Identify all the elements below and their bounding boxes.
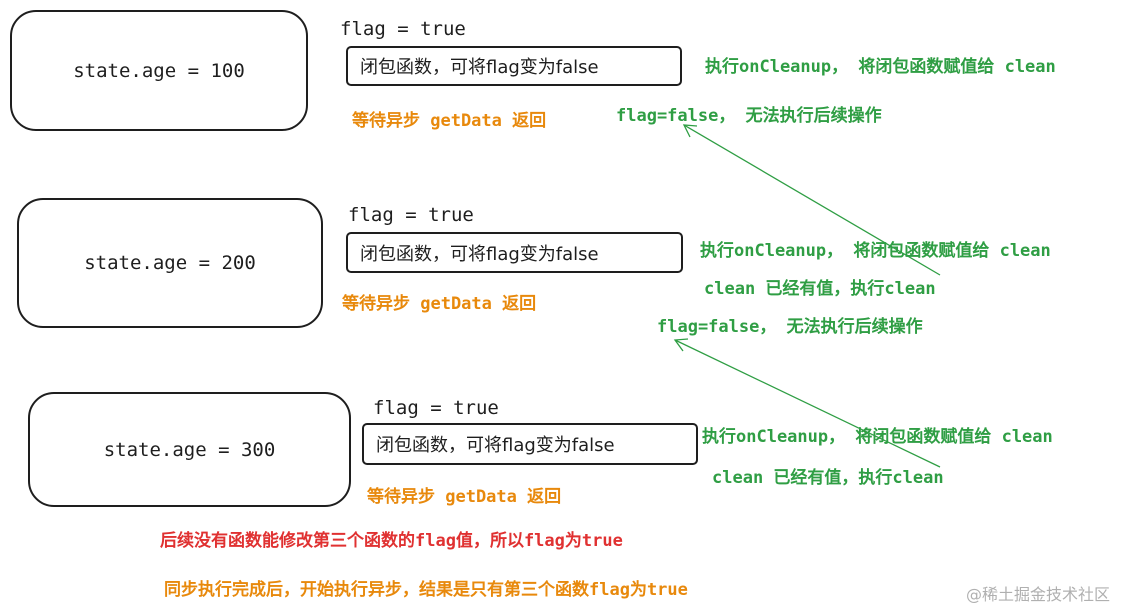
closure-box-3: 闭包函数，可将flag变为false bbox=[362, 423, 698, 465]
arrow-clean-to-flag-false-1 bbox=[682, 124, 941, 276]
wait-label-1: 等待异步 getData 返回 bbox=[352, 111, 547, 131]
state-box-3: state.age = 300 bbox=[28, 392, 351, 507]
cleanup-label-1: 执行onCleanup， 将闭包函数赋值给 clean bbox=[705, 57, 1056, 77]
closure-box-1: 闭包函数，可将flag变为false bbox=[346, 46, 682, 86]
closure-box-2: 闭包函数，可将flag变为false bbox=[346, 232, 683, 273]
state-text-2: state.age = 200 bbox=[84, 252, 256, 274]
closure-text-1: 闭包函数，可将flag变为false bbox=[360, 57, 599, 78]
wait-label-2: 等待异步 getData 返回 bbox=[342, 294, 537, 314]
state-text-1: state.age = 100 bbox=[73, 59, 245, 82]
flag-false-label-2: flag=false， 无法执行后续操作 bbox=[657, 317, 923, 337]
clean-exec-label-2: clean 已经有值，执行clean bbox=[704, 279, 936, 299]
cleanup-label-2: 执行onCleanup， 将闭包函数赋值给 clean bbox=[700, 241, 1051, 261]
flag-label-1: flag = true bbox=[340, 18, 466, 40]
watermark: @稀土掘金技术社区 bbox=[966, 585, 1111, 604]
note-orange: 同步执行完成后，开始执行异步，结果是只有第三个函数flag为true bbox=[164, 580, 688, 600]
flag-label-2: flag = true bbox=[348, 204, 474, 226]
state-text-3: state.age = 300 bbox=[103, 438, 276, 461]
flag-false-label-1: flag=false， 无法执行后续操作 bbox=[616, 106, 882, 126]
flag-label-3: flag = true bbox=[373, 397, 499, 419]
arrow-clean-to-flag-false-2 bbox=[673, 338, 941, 468]
wait-label-3: 等待异步 getData 返回 bbox=[367, 487, 562, 507]
state-box-1: state.age = 100 bbox=[10, 10, 308, 131]
closure-text-2: 闭包函数，可将flag变为false bbox=[360, 243, 599, 265]
clean-exec-label-3: clean 已经有值，执行clean bbox=[712, 468, 944, 488]
note-red: 后续没有函数能修改第三个函数的flag值，所以flag为true bbox=[160, 531, 623, 551]
closure-text-3: 闭包函数，可将flag变为false bbox=[376, 435, 615, 456]
state-box-2: state.age = 200 bbox=[17, 198, 323, 328]
